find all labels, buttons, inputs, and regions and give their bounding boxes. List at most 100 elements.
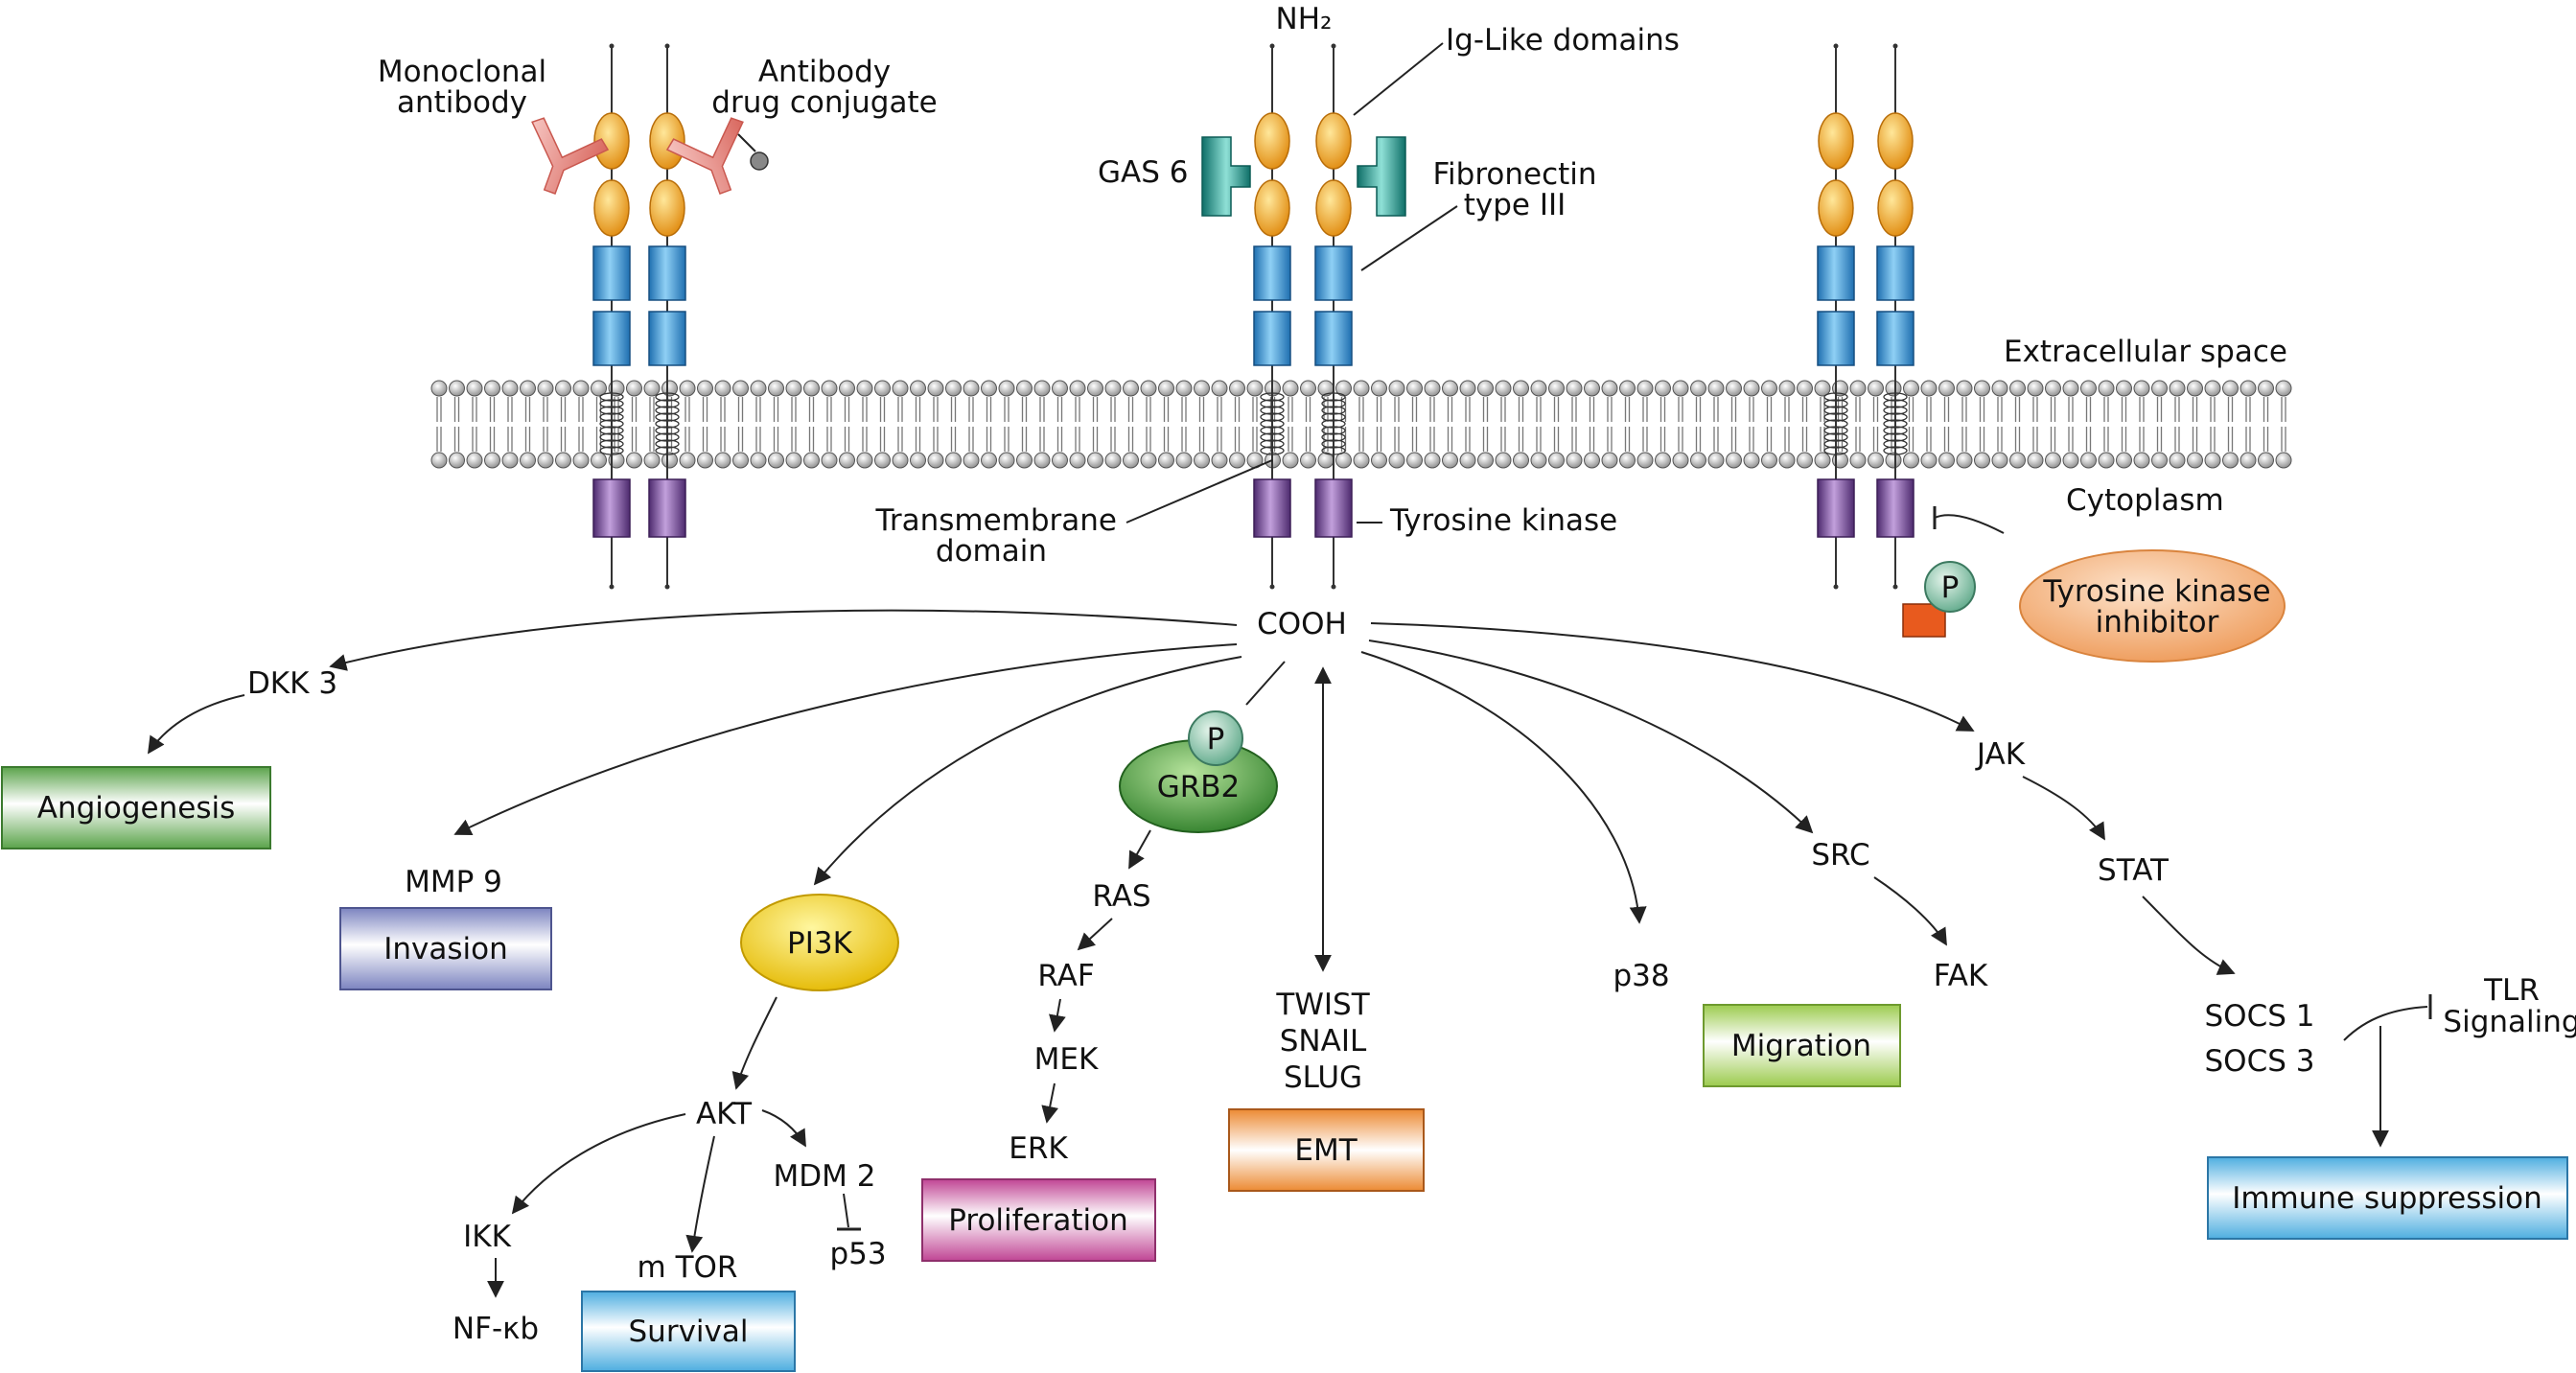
edge-cooh-dkk3 (329, 609, 1238, 671)
helix-turn (1321, 392, 1346, 402)
helix-turn (655, 406, 680, 415)
antibody-icon (531, 117, 610, 195)
helix-turn (1823, 426, 1848, 435)
edge-cooh-p38 (1360, 651, 1647, 924)
helix-turn (599, 399, 624, 408)
label-extracellular: Extracellular space (2004, 335, 2287, 369)
node-cooh: COOH (1257, 607, 1347, 641)
helix-turn (599, 392, 624, 402)
edge-pi3k-akt (731, 996, 777, 1090)
ig-domain (1877, 112, 1914, 170)
node-fak: FAK (1934, 959, 1988, 993)
node-mek: MEK (1034, 1042, 1099, 1077)
node-ras: RAS (1092, 879, 1150, 914)
fibronectin-domain (592, 245, 631, 301)
helix-turn (1883, 392, 1908, 402)
helix-turn (1321, 426, 1346, 435)
label-adc-1: Antibody (758, 55, 891, 89)
label-tki-2: inhibitor (2096, 605, 2219, 640)
ig-domain (649, 179, 685, 237)
axl-receptors (592, 43, 1915, 590)
helix-turn (655, 446, 680, 455)
helix-turn (1260, 392, 1285, 402)
drug-payload-icon (750, 151, 769, 171)
helix-turn (1883, 406, 1908, 415)
kinase-domain (1253, 478, 1291, 538)
receptor-chain (1876, 43, 1915, 590)
node-stat: STAT (2098, 853, 2170, 888)
edge-ras-raf (1077, 918, 1113, 951)
kinase-domain (1314, 478, 1353, 538)
adc-icon (665, 117, 744, 195)
helix-turn (655, 432, 680, 442)
ig-domain (1818, 179, 1854, 237)
receptor-chain (592, 43, 631, 590)
fibronectin-domain (1876, 311, 1915, 366)
gas6-ligand-icon (1201, 136, 1406, 217)
label-tki-p: P (1941, 570, 1960, 605)
label-monoclonal-1: Monoclonal (378, 55, 546, 89)
receptor-chain (648, 43, 686, 590)
label-cytoplasm: Cytoplasm (2066, 483, 2224, 518)
ig-domain (1254, 112, 1290, 170)
node-tlr-1: TLR (2483, 973, 2540, 1008)
outcome-proliferation-label: Proliferation (948, 1203, 1128, 1238)
edge-socs-tlr-inhibit (2343, 1006, 2428, 1041)
edge-cooh-src (1368, 640, 1814, 834)
helix-turn (1883, 432, 1908, 442)
phosphate-icon (1924, 561, 1976, 613)
phosphate-icon (1188, 710, 1243, 766)
helix-turn (1260, 412, 1285, 422)
ig-domain (1254, 179, 1290, 237)
label-gas6: GAS 6 (1098, 155, 1188, 190)
helix-turn (1321, 446, 1346, 455)
ig-domain (593, 179, 630, 237)
fibronectin-domain (1817, 245, 1855, 301)
helix-turn (1823, 432, 1848, 442)
helix-turn (1823, 439, 1848, 449)
helix-turn (1883, 439, 1908, 449)
edge-cooh-grb2 (1245, 661, 1286, 706)
outcome-invasion-label: Invasion (383, 932, 508, 966)
node-mtor: m TOR (638, 1250, 738, 1285)
helix-turn (1260, 419, 1285, 429)
label-monoclonal-2: antibody (397, 85, 527, 120)
tki-inhibit-line (1934, 514, 2005, 534)
node-socs3: SOCS 3 (2205, 1044, 2315, 1079)
kinase-domain (648, 478, 686, 538)
outcome-immune-suppression: Immune suppression (2207, 1156, 2568, 1240)
edge-dkk3-angiogenesis (148, 694, 245, 755)
ig-domain (649, 112, 685, 170)
outcome-migration-label: Migration (1731, 1029, 1871, 1063)
helix-turn (599, 426, 624, 435)
receptor-chain (1817, 43, 1855, 590)
edge-mek-erk (1041, 1082, 1059, 1124)
helix-turn (599, 432, 624, 442)
helix-turn (1321, 439, 1346, 449)
helix-turn (655, 426, 680, 435)
edge-src-fak (1873, 876, 1947, 946)
helix-turn (1260, 446, 1285, 455)
node-dkk3: DKK 3 (247, 666, 337, 701)
label-transmembrane-1: Transmembrane (874, 503, 1117, 538)
helix-turn (1823, 399, 1848, 408)
ig-domain (593, 112, 630, 170)
outcome-proliferation: Proliferation (921, 1178, 1156, 1262)
edge-jak-stat (2022, 776, 2105, 841)
fibronectin-domain (1817, 311, 1855, 366)
ig-domain (1877, 179, 1914, 237)
label-tyrosine-kinase: Tyrosine kinase (1389, 503, 1617, 538)
helix-turn (599, 446, 624, 455)
node-grb2: GRB2 (1157, 770, 1241, 804)
label-adc-2: drug conjugate (711, 85, 937, 120)
fibronectin-domain (1253, 311, 1291, 366)
helix-turn (1823, 446, 1848, 455)
node-jak: JAK (1975, 737, 2026, 772)
edge-mdm2-p53 (843, 1193, 849, 1228)
receptor-chain (1253, 43, 1291, 590)
node-twist: TWIST (1275, 988, 1370, 1022)
outcome-immune-label: Immune suppression (2232, 1181, 2542, 1216)
outcome-migration: Migration (1703, 1004, 1901, 1087)
node-mdm2: MDM 2 (774, 1159, 876, 1194)
label-tki-1: Tyrosine kinase (2042, 574, 2270, 609)
